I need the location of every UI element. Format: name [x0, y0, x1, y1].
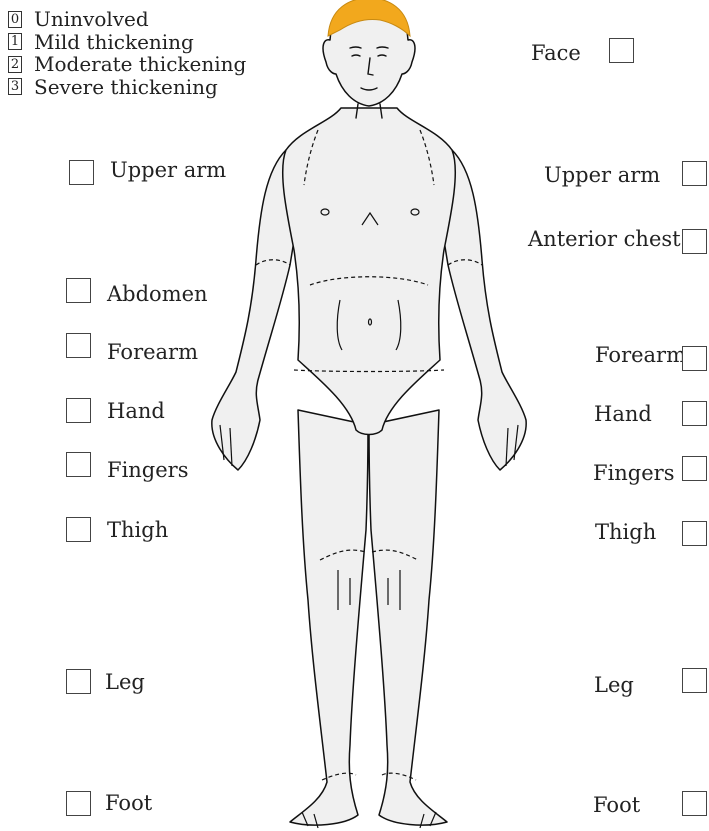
legend-label-mild: Mild thickening: [34, 30, 194, 54]
right-fingers-checkbox[interactable]: [682, 456, 707, 481]
left-forearm-checkbox[interactable]: [66, 333, 91, 358]
left-leg-label: Leg: [105, 670, 145, 694]
right-fingers-label: Fingers: [593, 461, 675, 485]
left-fingers-checkbox[interactable]: [66, 452, 91, 477]
right-leg-checkbox[interactable]: [682, 668, 707, 693]
anterior-chest-label: Anterior chest: [528, 227, 681, 251]
left-leg: [290, 410, 368, 825]
anterior-chest-checkbox[interactable]: [682, 229, 707, 254]
right-upper-arm-checkbox[interactable]: [682, 161, 707, 186]
legend-key-0: 0: [8, 11, 22, 28]
right-foot-checkbox[interactable]: [682, 791, 707, 816]
left-upper-arm-label: Upper arm: [110, 158, 226, 182]
abdomen-label: Abdomen: [107, 282, 208, 306]
face-label: Face: [531, 41, 581, 65]
torso: [283, 108, 456, 435]
left-thigh-checkbox[interactable]: [66, 517, 91, 542]
right-leg-label: Leg: [594, 673, 634, 697]
face-checkbox[interactable]: [609, 38, 634, 63]
left-upper-arm-checkbox[interactable]: [69, 160, 94, 185]
left-thigh-label: Thigh: [107, 518, 168, 542]
right-leg: [369, 410, 447, 825]
legend-key-2: 2: [8, 56, 22, 73]
right-forearm-label: Forearm: [595, 343, 686, 367]
legend-label-uninvolved: Uninvolved: [34, 7, 149, 31]
left-leg-checkbox[interactable]: [66, 669, 91, 694]
left-hand-label: Hand: [107, 399, 165, 423]
right-hand-label: Hand: [594, 402, 652, 426]
legend-key-1: 1: [8, 33, 22, 50]
right-thigh-checkbox[interactable]: [682, 521, 707, 546]
abdomen-checkbox[interactable]: [66, 278, 91, 303]
legend-key-3: 3: [8, 78, 22, 95]
left-hand-checkbox[interactable]: [66, 398, 91, 423]
right-foot-label: Foot: [593, 793, 640, 817]
left-forearm-label: Forearm: [107, 340, 198, 364]
right-thigh-label: Thigh: [595, 520, 656, 544]
right-upper-arm-label: Upper arm: [544, 163, 660, 187]
left-foot-checkbox[interactable]: [66, 791, 91, 816]
right-hand-checkbox[interactable]: [682, 401, 707, 426]
body-diagram: [190, 0, 550, 831]
left-fingers-label: Fingers: [107, 458, 189, 482]
right-forearm-checkbox[interactable]: [682, 346, 707, 371]
left-foot-label: Foot: [105, 791, 152, 815]
